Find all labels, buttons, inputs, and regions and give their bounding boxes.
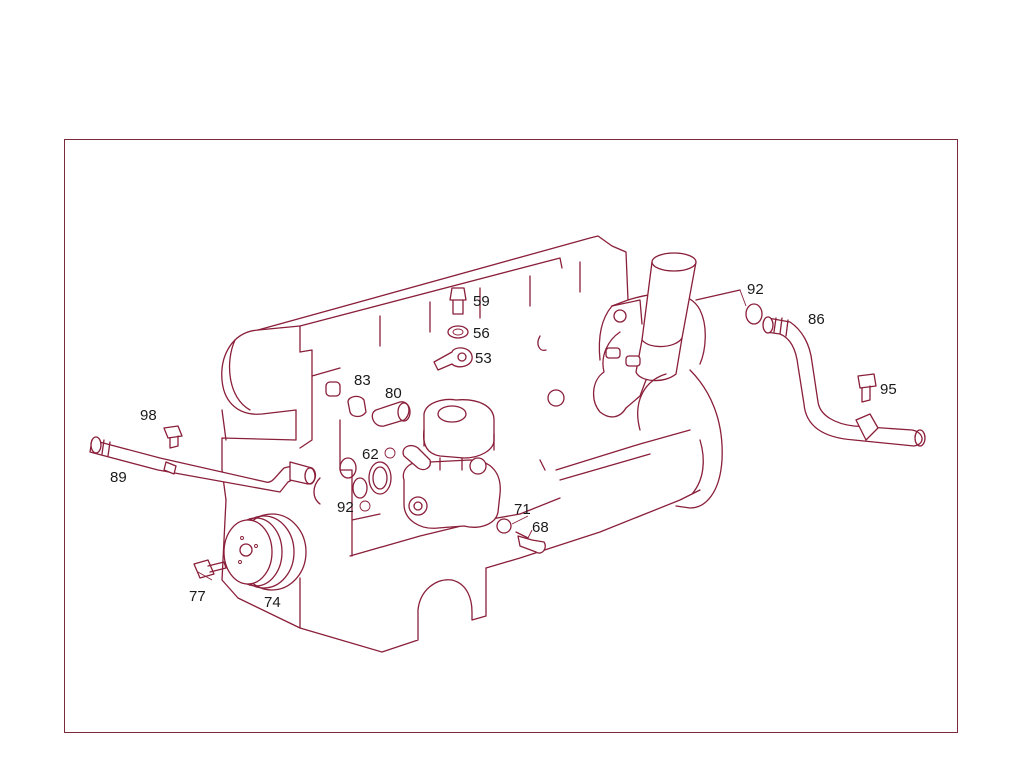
hose-89 xyxy=(89,436,317,493)
callout-89: 89 xyxy=(110,469,127,486)
diagram-frame xyxy=(64,139,958,733)
water-pump-housing xyxy=(402,398,501,529)
callout-56: 56 xyxy=(473,325,490,342)
callout-80: 80 xyxy=(385,385,402,402)
banjo-union-53 xyxy=(433,347,473,371)
sleeve-80 xyxy=(371,401,411,427)
banjo-bolt-59 xyxy=(449,287,467,301)
pulley-74 xyxy=(223,513,307,591)
plug-83 xyxy=(325,381,367,418)
callout-71: 71 xyxy=(514,501,531,518)
engine-block xyxy=(221,235,723,653)
bolt-68 xyxy=(515,531,546,554)
callout-92-left: 92 xyxy=(337,499,354,516)
callout-77: 77 xyxy=(189,588,206,605)
callout-62: 62 xyxy=(362,446,379,463)
o-ring-92-right xyxy=(745,303,763,325)
callout-59: 59 xyxy=(473,293,490,310)
callout-83: 83 xyxy=(354,372,371,389)
banjo-fitting-parts xyxy=(433,287,473,371)
callout-95: 95 xyxy=(880,381,897,398)
callout-74: 74 xyxy=(264,594,281,611)
ring-mark-62 xyxy=(384,447,396,459)
callout-labels: 59 56 53 83 80 62 92 71 68 98 89 77 74 9… xyxy=(110,281,897,611)
washer-71 xyxy=(496,518,512,534)
o-ring-92-left xyxy=(352,477,368,499)
oil-filter-housing xyxy=(593,252,741,418)
hose-86 xyxy=(762,316,926,447)
callout-86: 86 xyxy=(808,311,825,328)
ring-mark-92 xyxy=(359,500,371,512)
leader-lines xyxy=(197,289,747,581)
bolt-98 xyxy=(163,425,183,449)
seal-ring-56 xyxy=(447,325,469,339)
bolt-77 xyxy=(193,559,227,579)
callout-68: 68 xyxy=(532,519,549,536)
callout-92-right: 92 xyxy=(747,281,764,298)
callout-53: 53 xyxy=(475,350,492,367)
callout-98: 98 xyxy=(140,407,157,424)
o-ring-62 xyxy=(368,461,392,495)
bolt-95 xyxy=(857,373,877,403)
